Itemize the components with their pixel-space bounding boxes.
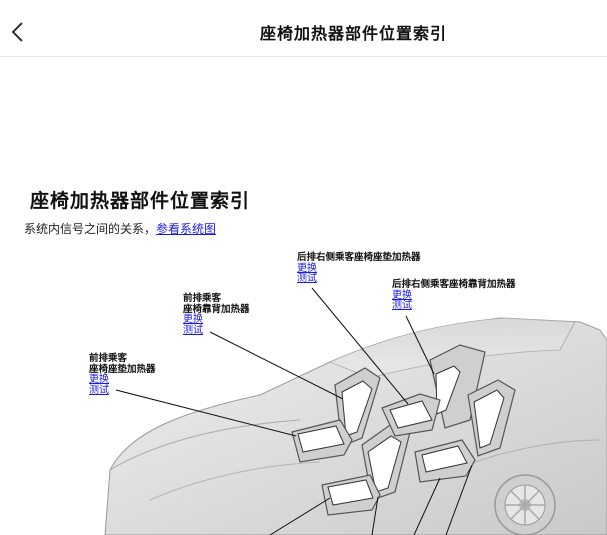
front-driver-seat bbox=[321, 424, 411, 516]
callout-label-line1: 前排乘客 bbox=[89, 353, 128, 364]
replace-link[interactable]: 更换 bbox=[183, 314, 203, 325]
intro-text: 系统内信号之间的关系， bbox=[24, 222, 157, 236]
top-bar: 座椅加热器部件位置索引 bbox=[0, 0, 607, 57]
replace-link[interactable]: 更换 bbox=[392, 289, 412, 301]
callout-label: 后排右侧乘客座椅座垫加热器 bbox=[297, 252, 421, 263]
replace-link[interactable]: 更换 bbox=[89, 374, 109, 385]
callout-label-line1: 前排乘客 bbox=[183, 293, 222, 304]
section-heading: 座椅加热器部件位置索引 bbox=[30, 190, 251, 212]
page-title: 座椅加热器部件位置索引 bbox=[259, 24, 447, 43]
front-passenger-seat bbox=[291, 367, 381, 463]
test-link[interactable]: 测试 bbox=[89, 384, 109, 396]
callout-label-line2: 座椅座垫加热器 bbox=[89, 363, 156, 375]
callout-label: 后排右侧乘客座椅靠背加热器 bbox=[392, 279, 516, 290]
leader-lines bbox=[115, 287, 473, 535]
test-link[interactable]: 测试 bbox=[183, 324, 203, 336]
intro-line: 系统内信号之间的关系，参看系统图 bbox=[24, 220, 216, 237]
replace-link[interactable]: 更换 bbox=[297, 262, 317, 274]
test-link[interactable]: 测试 bbox=[297, 273, 317, 284]
callout-rear-right-cushion-heater: 后排右侧乘客座椅座垫加热器 更换 测试 bbox=[297, 252, 421, 285]
vehicle-seat-diagram bbox=[104, 287, 607, 535]
test-link[interactable]: 测试 bbox=[392, 300, 412, 311]
callout-label-line2: 座椅靠背加热器 bbox=[183, 303, 250, 315]
chevron-left-icon bbox=[11, 22, 23, 42]
back-button[interactable] bbox=[4, 14, 32, 50]
callout-front-passenger-backrest-heater: 前排乘客 座椅靠背加热器 更换 测试 bbox=[183, 293, 250, 336]
rear-seats bbox=[381, 344, 516, 483]
system-diagram-link[interactable]: 参看系统图 bbox=[156, 222, 217, 236]
callout-rear-right-backrest-heater: 后排右侧乘客座椅靠背加热器 更换 测试 bbox=[392, 279, 516, 312]
callout-front-passenger-cushion-heater: 前排乘客 座椅座垫加热器 更换 测试 bbox=[89, 353, 156, 396]
